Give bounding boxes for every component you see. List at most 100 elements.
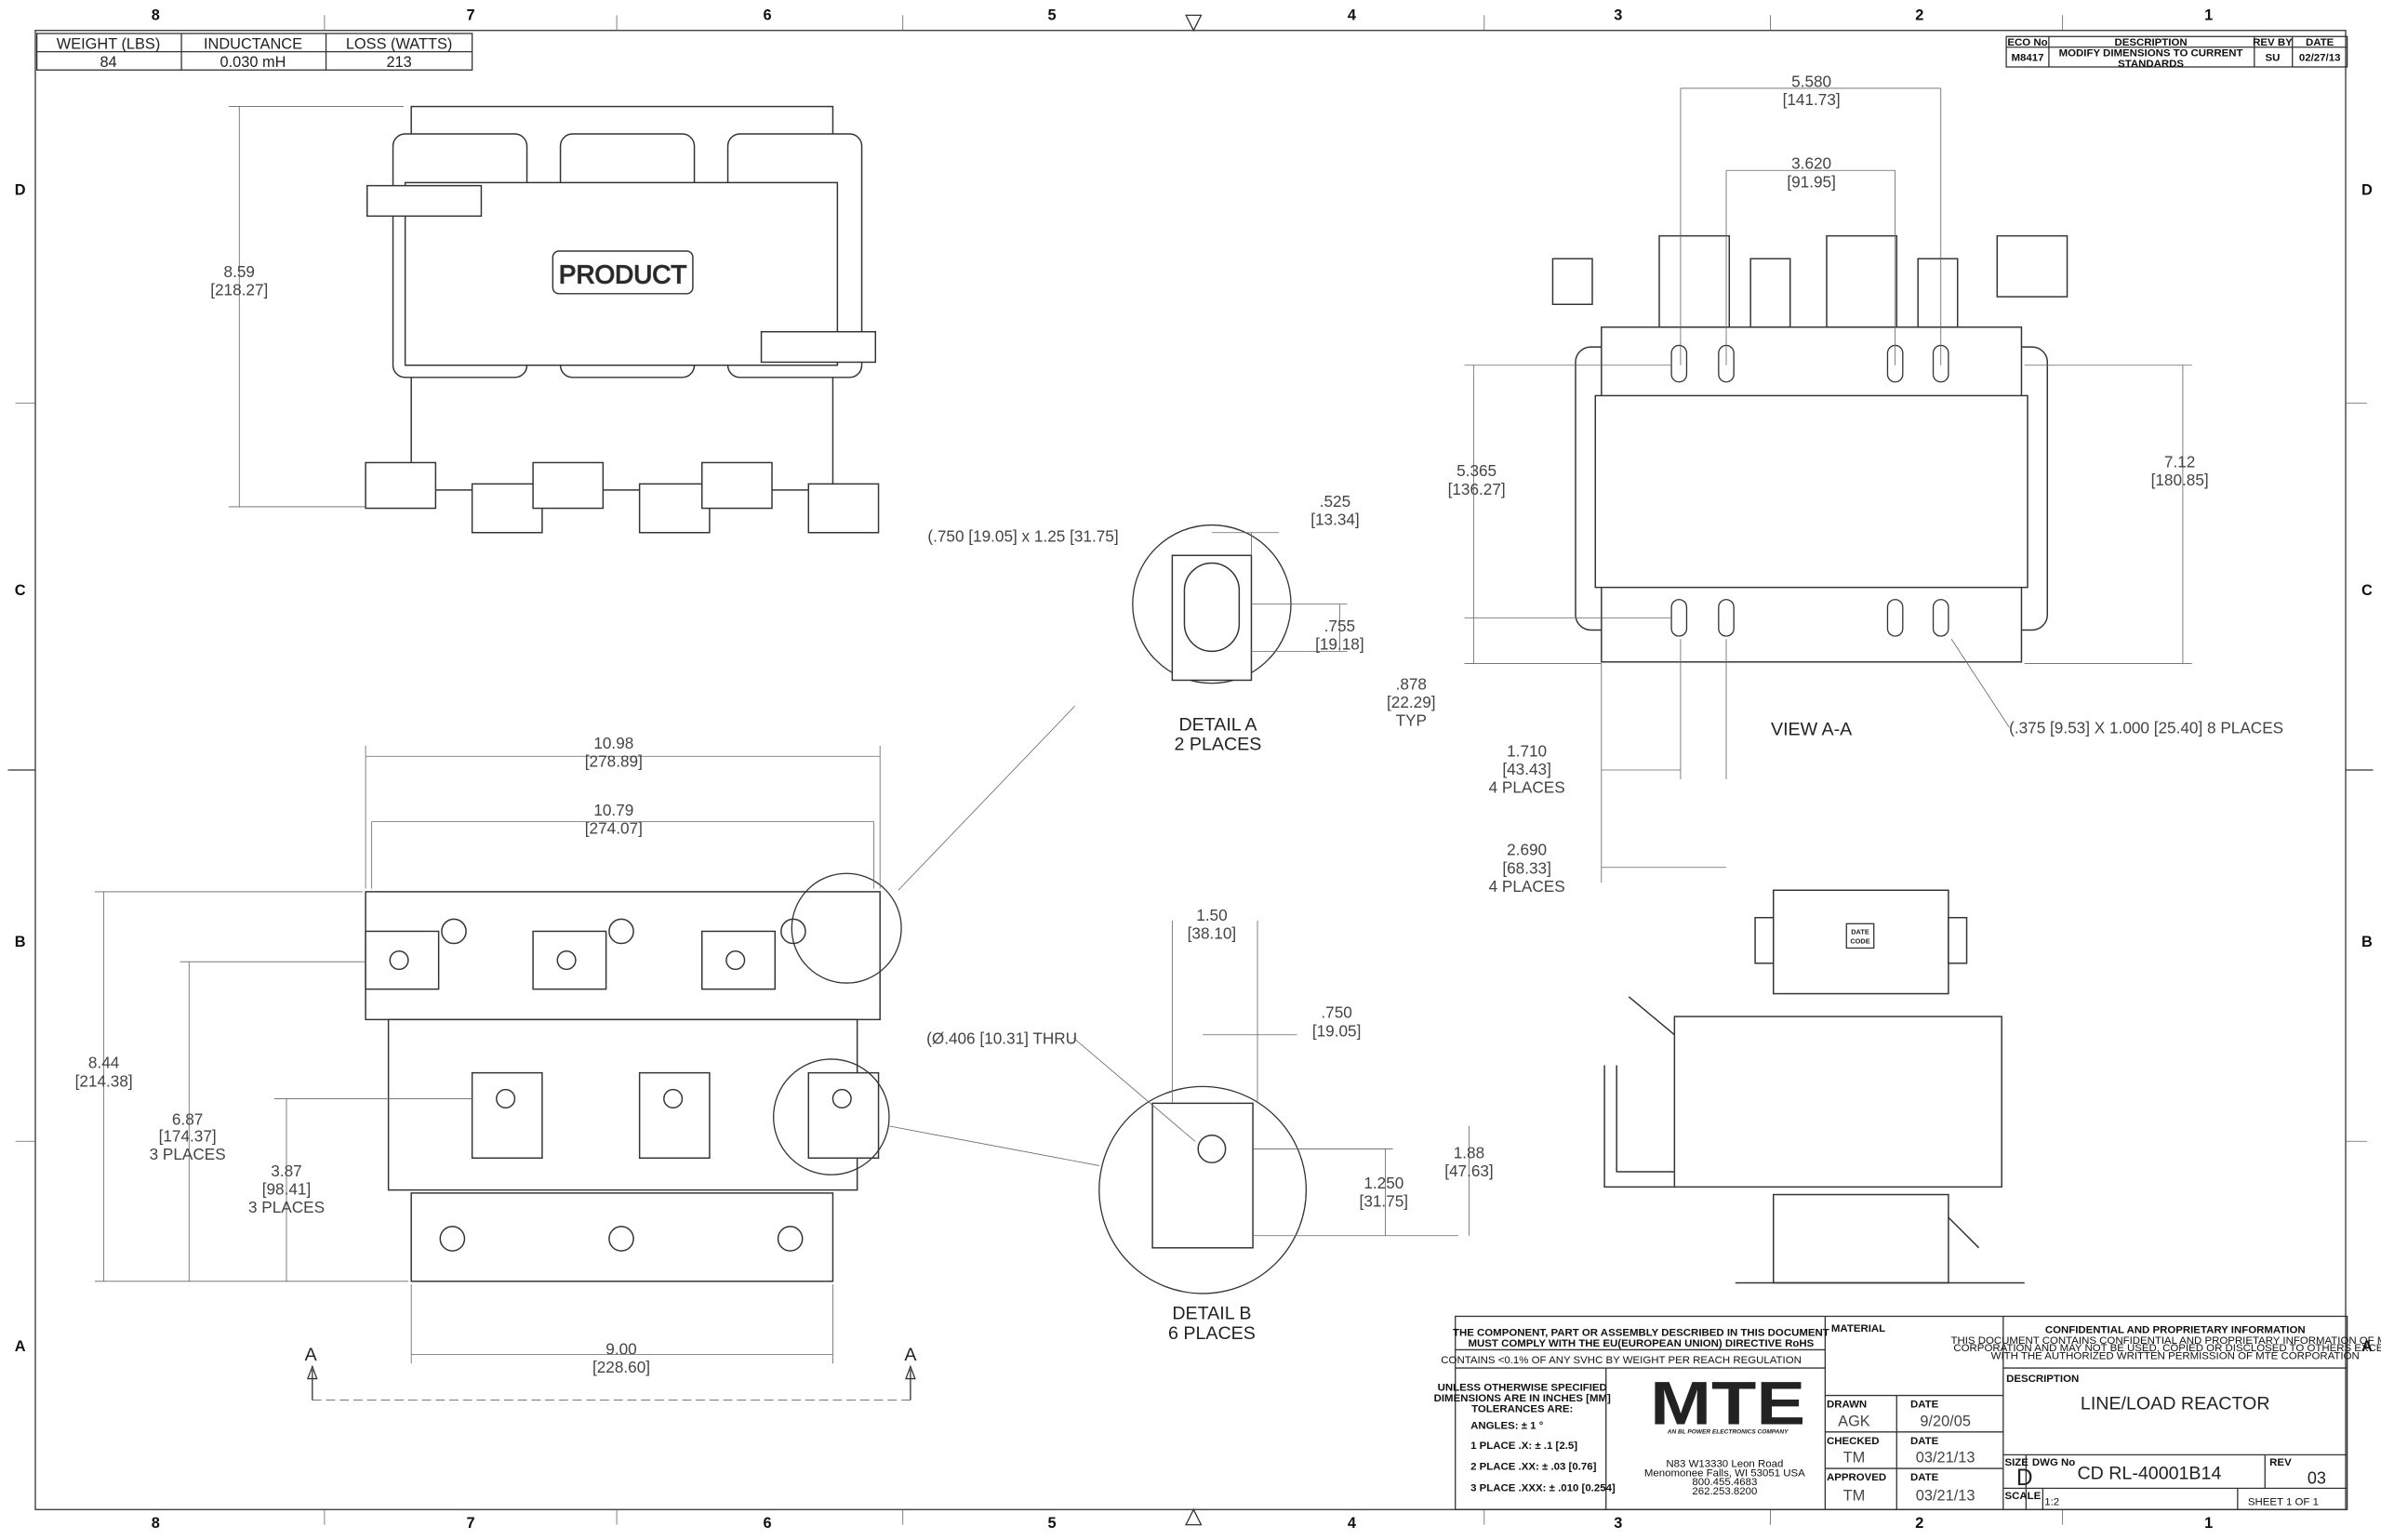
approved-date: 03/21/13 bbox=[1916, 1487, 1975, 1504]
sheet-size: D bbox=[2016, 1466, 2033, 1491]
col-6-bottom: 6 bbox=[764, 1515, 772, 1532]
dim-8-59: 8.59 bbox=[224, 262, 255, 281]
row-c-right: C bbox=[2361, 582, 2373, 599]
phone-2: 262.253.8200 bbox=[1692, 1486, 1757, 1497]
dim-8-44: 8.44 bbox=[88, 1054, 120, 1072]
rohs-line-1: THE COMPONENT, PART OR ASSEMBLY DESCRIBE… bbox=[1453, 1328, 1829, 1339]
dim-878-mm: [22.29] bbox=[1387, 693, 1436, 711]
col-3: 3 bbox=[1614, 7, 1622, 23]
confidential-line-3: WITH THE AUTHORIZED WRITTEN PERMISSION O… bbox=[1991, 1350, 2360, 1361]
drawn-by: AGK bbox=[1838, 1413, 1870, 1429]
description-label: DESCRIPTION bbox=[2006, 1374, 2079, 1385]
slot-callout-aa: (.375 [9.53] X 1.000 [25.40] 8 PLACES bbox=[2009, 719, 2283, 737]
revby-header: REV BY bbox=[2253, 37, 2293, 48]
revision-number: 03 bbox=[2308, 1468, 2326, 1487]
product-label: PRODUCT bbox=[559, 259, 686, 288]
zone-markers: 8 7 6 5 4 3 2 1 8 7 6 5 4 3 2 1 D C B A … bbox=[7, 7, 2374, 1532]
row-b-right: B bbox=[2361, 934, 2373, 950]
dim-6-87: 6.87 bbox=[172, 1109, 203, 1128]
dim-8-44-mm: [214.38] bbox=[75, 1071, 133, 1090]
row-a-right: A bbox=[2361, 1338, 2373, 1355]
slot-callout-a: (.750 [19.05] x 1.25 [31.75] bbox=[927, 527, 1118, 546]
dwg-no-label: DWG No bbox=[2032, 1457, 2075, 1468]
row-b: B bbox=[15, 934, 26, 950]
checked-label: CHECKED bbox=[1827, 1436, 1880, 1447]
dim-878: .878 bbox=[1396, 674, 1427, 693]
section-a-left: A bbox=[305, 1345, 318, 1365]
tolerance-2-place: 2 PLACE .XX: ± .03 [0.76] bbox=[1470, 1462, 1597, 1473]
dim-10-79-mm: [274.07] bbox=[585, 819, 643, 838]
col-5: 5 bbox=[1048, 7, 1057, 23]
checked-date: 03/21/13 bbox=[1916, 1450, 1975, 1467]
dim-10-79: 10.79 bbox=[593, 801, 633, 819]
scale-value: 1:2 bbox=[2044, 1496, 2059, 1507]
col-1-bottom: 1 bbox=[2204, 1515, 2213, 1532]
eco-date: 02/27/13 bbox=[2299, 52, 2341, 63]
drawn-date: 9/20/05 bbox=[1920, 1413, 1971, 1429]
col-2: 2 bbox=[1915, 7, 1923, 23]
dim-1-88: 1.88 bbox=[1454, 1143, 1484, 1162]
row-a: A bbox=[15, 1338, 26, 1355]
dim-9-00: 9.00 bbox=[605, 1339, 636, 1358]
address-line-1: N83 W13330 Leon Road bbox=[1666, 1458, 1783, 1469]
col-3-bottom: 3 bbox=[1614, 1515, 1622, 1532]
size-label: SIZE bbox=[2004, 1457, 2029, 1468]
approved-by: TM bbox=[1843, 1487, 1866, 1504]
col-4-bottom: 4 bbox=[1348, 1515, 1357, 1532]
dim-8-59-mm: [218.27] bbox=[210, 280, 268, 299]
dim-3-87-mm: [98.41] bbox=[262, 1180, 312, 1199]
row-d: D bbox=[15, 181, 26, 198]
side-view: DATE CODE bbox=[1603, 889, 2025, 1284]
tolerance-line-1: UNLESS OTHERWISE SPECIFIED bbox=[1438, 1383, 1607, 1394]
dim-3-87: 3.87 bbox=[271, 1162, 301, 1180]
rohs-line-2: MUST COMPLY WITH THE EU(EUROPEAN UNION) … bbox=[1468, 1338, 1814, 1349]
eco-number: M8417 bbox=[2012, 52, 2044, 63]
dim-1-88-mm: [47.63] bbox=[1444, 1162, 1494, 1180]
description-header: DESCRIPTION bbox=[2114, 37, 2187, 48]
drawing-description: LINE/LOAD REACTOR bbox=[2081, 1393, 2270, 1414]
dim-1-250: 1.250 bbox=[1363, 1174, 1403, 1192]
col-6: 6 bbox=[764, 7, 772, 23]
eco-description-1: MODIFY DIMENSIONS TO CURRENT bbox=[2059, 48, 2243, 60]
confidential-line-2: CORPORATION AND MAY NOT BE USED, COPIED … bbox=[1953, 1343, 2381, 1354]
col-5-bottom: 5 bbox=[1048, 1515, 1057, 1532]
dim-2-690-mm: [68.33] bbox=[1502, 858, 1551, 877]
col-8: 8 bbox=[152, 7, 160, 23]
dim-5-365: 5.365 bbox=[1457, 461, 1496, 480]
dim-3-87-places: 3 PLACES bbox=[248, 1198, 325, 1216]
dim-1-710-places: 4 PLACES bbox=[1489, 778, 1565, 797]
phone-1: 800.455.4683 bbox=[1692, 1477, 1757, 1488]
tolerance-line-3: TOLERANCES ARE: bbox=[1471, 1404, 1573, 1415]
detail-b: 1.50 [38.10] .750 [19.05] (Ø.406 [10.31]… bbox=[926, 906, 1494, 1344]
loss-value: 213 bbox=[386, 54, 411, 71]
dim-10-98: 10.98 bbox=[593, 734, 633, 752]
drawn-date-label: DATE bbox=[1910, 1400, 1939, 1411]
loss-header: LOSS (WATTS) bbox=[346, 35, 453, 52]
detail-b-places: 6 PLACES bbox=[1168, 1323, 1256, 1344]
col-1: 1 bbox=[2204, 7, 2213, 23]
date-code-label-2: CODE bbox=[1850, 937, 1869, 946]
detail-a-title: DETAIL A bbox=[1178, 714, 1257, 735]
date-header: DATE bbox=[2306, 37, 2334, 48]
mte-logo: MTE bbox=[1650, 1370, 1805, 1438]
dim-2-690-places: 4 PLACES bbox=[1489, 877, 1565, 896]
dim-1-710: 1.710 bbox=[1507, 741, 1547, 760]
row-c: C bbox=[15, 582, 26, 599]
dim-5-365-mm: [136.27] bbox=[1448, 480, 1506, 498]
detail-a: .525 [13.34] (.750 [19.05] x 1.25 [31.75… bbox=[927, 492, 1363, 755]
weight-value: 84 bbox=[100, 54, 116, 71]
dim-5-580: 5.580 bbox=[1791, 72, 1831, 90]
tolerance-3-place: 3 PLACE .XXX: ± .010 [0.254] bbox=[1470, 1483, 1616, 1494]
dim-755-mm: [19.18] bbox=[1315, 635, 1364, 654]
drawn-label: DRAWN bbox=[1827, 1400, 1867, 1411]
weight-header: WEIGHT (LBS) bbox=[57, 35, 161, 52]
tolerance-line-2: DIMENSIONS ARE IN INCHES [MM] bbox=[1434, 1393, 1611, 1404]
dim-878-typ: TYP bbox=[1396, 711, 1427, 730]
mte-logo-tagline: AN BL POWER ELECTRONICS COMPANY bbox=[1667, 1428, 1789, 1435]
reach-statement: CONTAINS <0.1% OF ANY SVHC BY WEIGHT PER… bbox=[1441, 1355, 1802, 1366]
detail-a-places: 2 PLACES bbox=[1175, 735, 1262, 755]
dim-1-250-mm: [31.75] bbox=[1360, 1192, 1409, 1211]
material-label: MATERIAL bbox=[1831, 1323, 1885, 1334]
dim-6-87-mm: [174.37] bbox=[159, 1126, 217, 1145]
dim-7-12-mm: [180.85] bbox=[2151, 471, 2209, 489]
